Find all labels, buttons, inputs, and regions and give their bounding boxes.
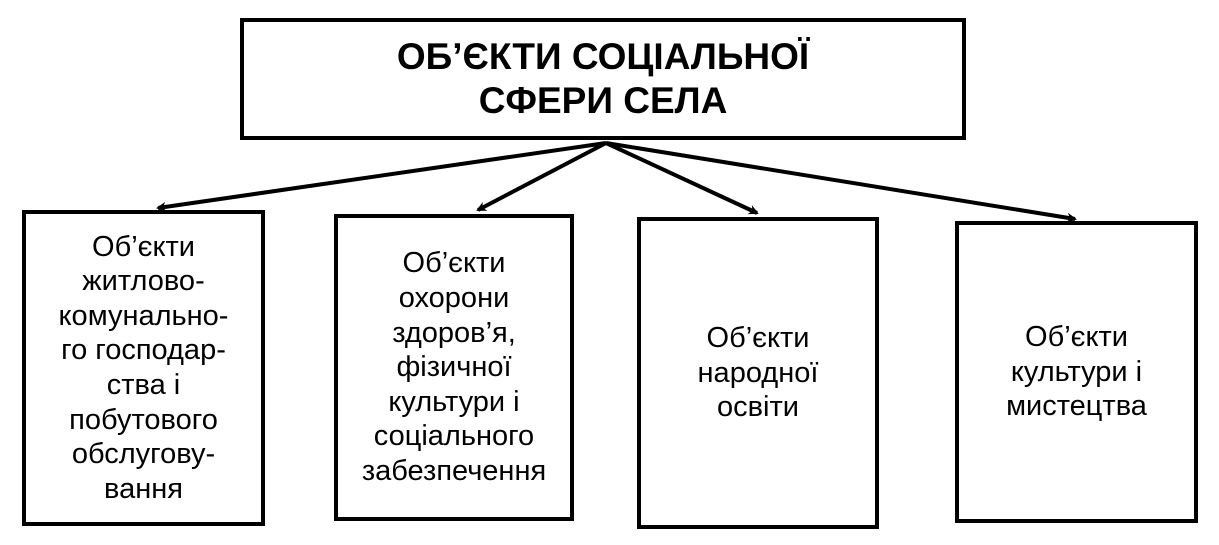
label-line: забезпечення (361, 454, 547, 487)
label-line: мистецтва (1006, 390, 1147, 423)
label-line: культури і (1010, 355, 1143, 388)
label-line: ства і (106, 369, 181, 401)
label-line: соціального (373, 420, 535, 453)
node-culture-art-label: Об’єкти культури і мистецтва (1006, 320, 1147, 424)
node-education: Об’єкти народної освіти (637, 217, 879, 529)
label-line: освіти (717, 391, 799, 424)
label-line: фізичної (396, 351, 512, 384)
label-line: житлово- (82, 265, 205, 298)
root-node: ОБ’ЄКТИ СОЦІАЛЬНОЇ СФЕРИ СЕЛА (240, 18, 966, 140)
node-education-label: Об’єкти народної освіти (698, 321, 819, 425)
label-line: го господар- (61, 334, 226, 367)
root-title-line: СФЕРИ СЕЛА (478, 80, 728, 121)
node-housing-communal: Об’єкти житлово- комунально- го господар… (22, 210, 265, 526)
node-health-social: Об’єкти охорони здоров’я, фізичної культ… (334, 214, 574, 521)
label-line: вання (104, 472, 183, 505)
label-line: здоров’я, (392, 316, 516, 349)
arrow-to-education (605, 141, 759, 215)
label-line: Об’єкти (402, 247, 506, 280)
root-title-line: ОБ’ЄКТИ СОЦІАЛЬНОЇ (396, 36, 810, 77)
label-line: народної (697, 356, 819, 389)
label-line: обслугову- (71, 438, 216, 471)
label-line: охорони (398, 282, 510, 315)
node-culture-art: Об’єкти культури і мистецтва (955, 221, 1198, 523)
arrow-to-culture (605, 141, 1077, 223)
label-line: побутового (69, 403, 218, 436)
label-line: Об’єкти (706, 322, 810, 355)
label-line: комунально- (58, 299, 229, 332)
arrow-to-housing (156, 141, 607, 212)
node-health-social-label: Об’єкти охорони здоров’я, фізичної культ… (362, 246, 546, 488)
root-title: ОБ’ЄКТИ СОЦІАЛЬНОЇ СФЕРИ СЕЛА (397, 35, 809, 123)
label-line: культури і (388, 385, 520, 418)
label-line: Об’єкти (1025, 321, 1128, 354)
label-line: Об’єкти (92, 230, 195, 263)
node-housing-communal-label: Об’єкти житлово- комунально- го господар… (59, 230, 229, 507)
arrow-to-health (476, 141, 607, 212)
